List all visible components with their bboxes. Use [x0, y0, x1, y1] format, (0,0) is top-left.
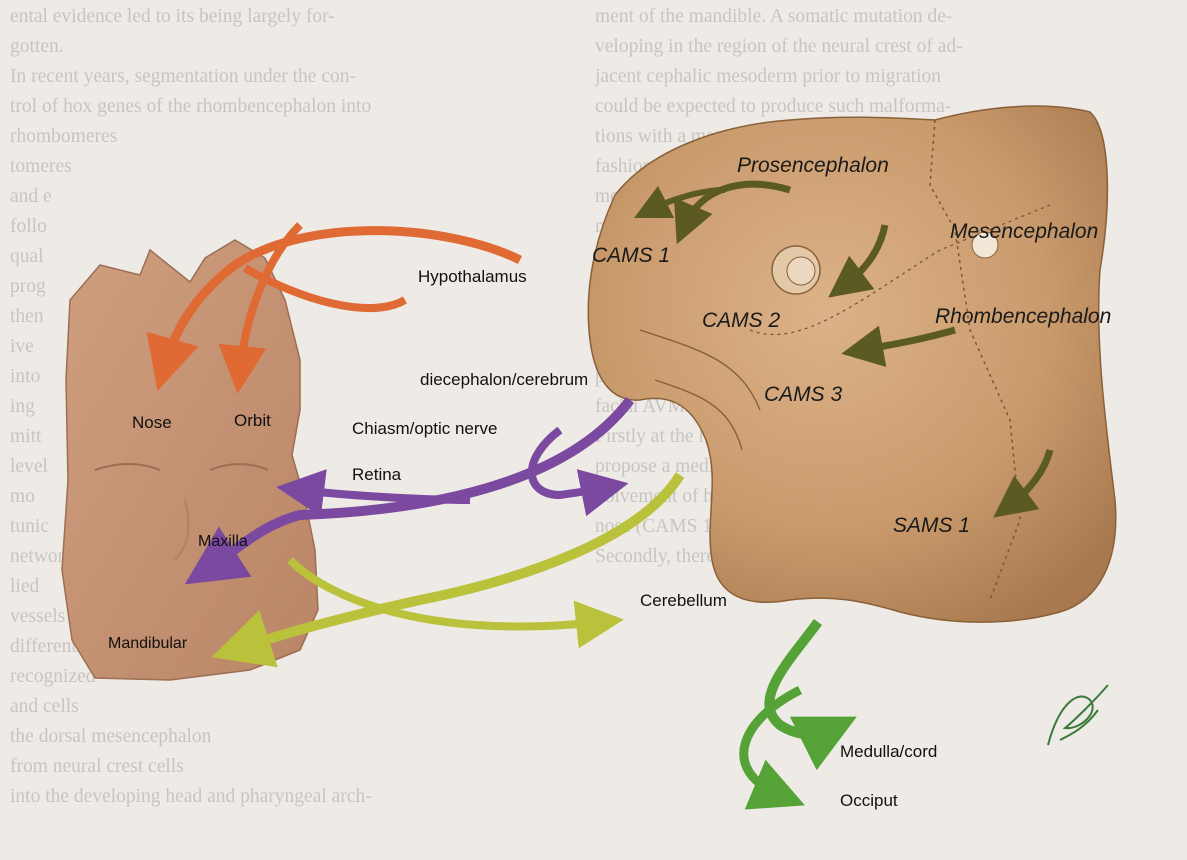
- background-text-line: veloping in the region of the neural cre…: [595, 36, 963, 57]
- background-text-line: tomeres: [10, 156, 72, 177]
- background-text-line: the dorsal mesencephalon: [10, 726, 212, 747]
- background-text-line: ing: [10, 396, 35, 417]
- background-text-line: tunic: [10, 516, 49, 537]
- label-nose: Nose: [132, 413, 172, 432]
- background-text-line: could be expected to produce such malfor…: [595, 96, 951, 117]
- background-text-line: and e: [10, 186, 52, 207]
- background-text-line: recognized: [10, 666, 96, 687]
- label-mesencephalon: Mesencephalon: [950, 220, 1098, 243]
- label-occiput: Occiput: [840, 791, 898, 810]
- label-medulla: Medulla/cord: [840, 742, 937, 761]
- background-text-line: In recent years, segmentation under the …: [10, 66, 356, 87]
- background-text-line: jacent cephalic mesoderm prior to migrat…: [594, 66, 941, 87]
- label-maxilla: Maxilla: [198, 533, 248, 550]
- background-text-line: ive: [10, 336, 34, 357]
- background-text-line: prog: [10, 276, 46, 297]
- embryo-optic-vesicle-inner: [787, 257, 815, 285]
- label-retina: Retina: [352, 465, 402, 484]
- background-text-line: follo: [10, 216, 47, 237]
- label-chiasm: Chiasm/optic nerve: [352, 419, 498, 438]
- label-diencephalon: diecephalon/cerebrum: [420, 370, 588, 389]
- background-text-line: mitt: [10, 426, 42, 447]
- background-text-line: into: [10, 366, 40, 387]
- background-text-line: trol of hox genes of the rhombencephalon…: [10, 96, 371, 117]
- label-cams1: CAMS 1: [592, 244, 670, 267]
- label-cams2: CAMS 2: [702, 309, 781, 332]
- background-text-line: rhombomeres: [10, 126, 117, 147]
- background-text-line: from neural crest cells: [10, 756, 184, 777]
- label-rhombencephalon: Rhombencephalon: [935, 305, 1111, 328]
- background-text-line: ental evidence led to its being largely …: [10, 6, 335, 27]
- background-text-line: mo: [10, 486, 35, 507]
- background-text-line: vessels: [10, 606, 65, 627]
- background-text-line: and cells: [10, 696, 79, 717]
- label-orbit: Orbit: [234, 411, 271, 430]
- background-text-line: lied: [10, 576, 39, 597]
- artist-signature: [1048, 685, 1108, 745]
- label-hypothalamus: Hypothalamus: [418, 267, 527, 286]
- background-text-line: then: [10, 306, 44, 327]
- label-cerebellum: Cerebellum: [640, 591, 727, 610]
- embryo-illustration: [588, 106, 1115, 622]
- background-text-line: qual: [10, 246, 44, 267]
- background-text-line: level: [10, 456, 48, 477]
- label-mandibular: Mandibular: [108, 635, 188, 652]
- background-text-line: into the developing head and pharyngeal …: [10, 786, 372, 807]
- label-sams1: SAMS 1: [893, 514, 970, 537]
- background-text-line: gotten.: [10, 36, 64, 57]
- arrow-green-occiput: [744, 690, 800, 795]
- background-text-line: ment of the mandible. A somatic mutation…: [595, 6, 952, 27]
- label-cams3: CAMS 3: [764, 383, 843, 406]
- label-prosencephalon: Prosencephalon: [737, 154, 889, 177]
- arrow-green-medulla: [769, 622, 830, 734]
